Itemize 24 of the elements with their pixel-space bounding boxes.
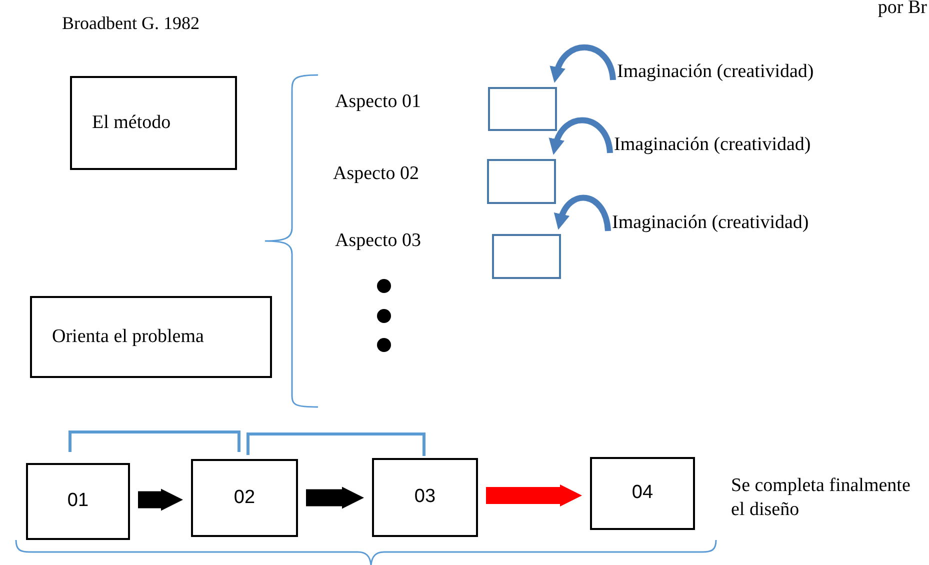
empty-box: [488, 87, 557, 131]
step-box: 03: [372, 458, 478, 537]
process-box: Orienta el problema: [30, 296, 272, 378]
citation-text: Broadbent G. 1982: [62, 12, 200, 35]
step-box: 04: [590, 457, 695, 530]
curved-arrow: [550, 117, 613, 155]
annotation-text: Imaginación (creatividad): [614, 131, 811, 159]
curved-arrow: [554, 194, 611, 232]
annotation-text: Imaginación (creatividad): [617, 58, 814, 86]
block-arrow: [138, 488, 183, 511]
block-arrow: [306, 486, 364, 509]
annotation-text: Imaginación (creatividad): [612, 209, 809, 237]
author-text: por Br: [878, 0, 927, 20]
process-box: El método: [70, 76, 237, 170]
empty-box: [487, 159, 556, 204]
empty-box: [492, 234, 561, 279]
description-text: Se completa finalmente el diseño: [731, 474, 912, 522]
step-box: 02: [191, 459, 298, 537]
aspect-label: Aspecto 02: [333, 162, 420, 186]
aspect-label: Aspecto 03: [335, 229, 422, 253]
curved-arrow: [550, 44, 616, 83]
block-arrow: [486, 484, 582, 506]
step-box: 01: [26, 463, 130, 540]
aspect-label: Aspecto 01: [335, 90, 422, 114]
